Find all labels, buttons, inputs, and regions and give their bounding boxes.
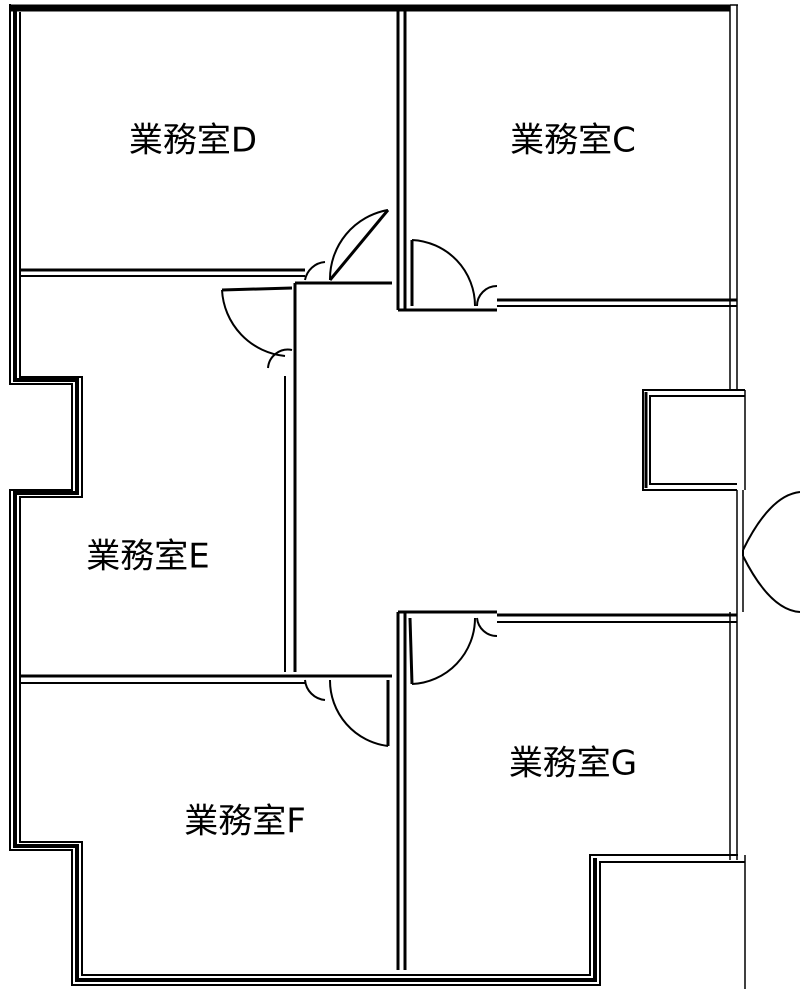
interior-walls xyxy=(20,10,746,970)
doors xyxy=(221,209,800,747)
room-label-g: 業務室G xyxy=(509,744,637,784)
room-label-f: 業務室F xyxy=(184,802,306,842)
outer-walls xyxy=(9,4,746,989)
room-label-e: 業務室E xyxy=(86,537,209,577)
room-label-c: 業務室C xyxy=(510,121,636,161)
room-label-d: 業務室D xyxy=(129,121,257,161)
